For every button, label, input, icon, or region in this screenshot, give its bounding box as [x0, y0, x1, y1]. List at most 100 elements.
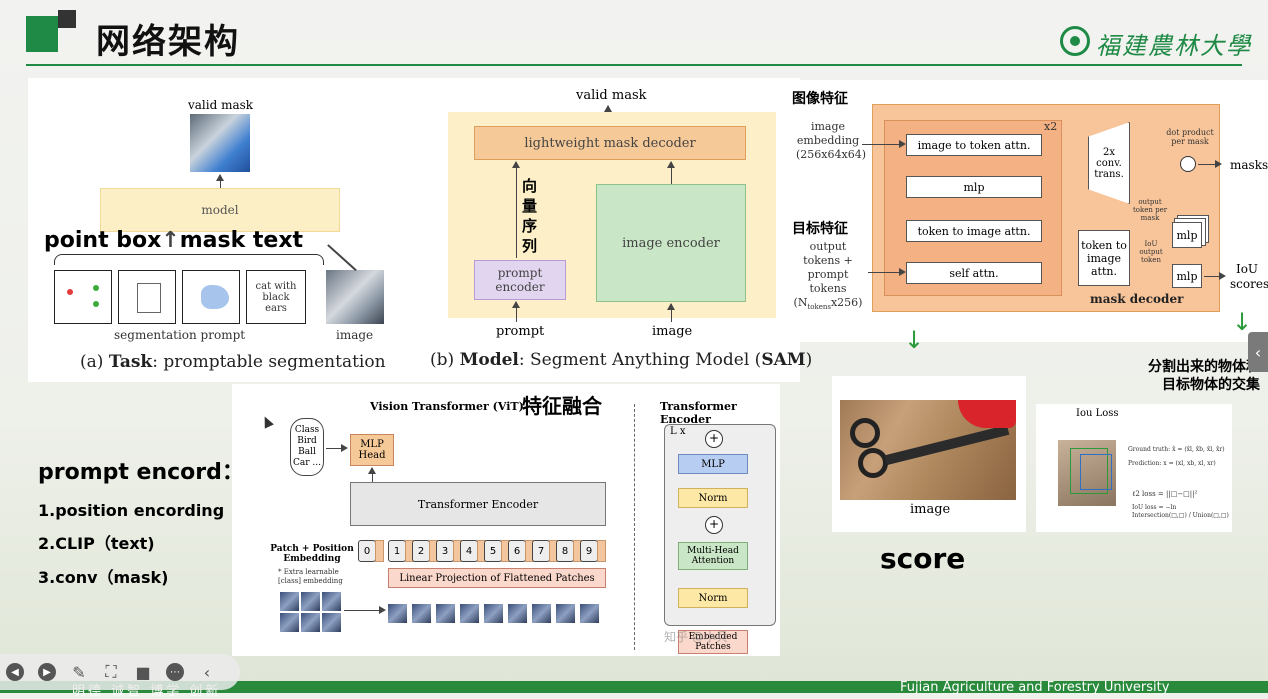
- output-token-per-mask-label: output token per mask: [1132, 198, 1168, 222]
- block-mlp: mlp: [906, 176, 1042, 198]
- bottom-bar: [0, 681, 1268, 693]
- arrow-encoder-to-decoder: [667, 161, 675, 184]
- caption-model: (b) Model: Segment Anything Model (SAM): [430, 350, 813, 370]
- arrow-encoder-to-head: [368, 467, 376, 484]
- arrow-embedding-in: [862, 140, 906, 148]
- arrow-model-to-mask: [216, 174, 224, 199]
- iou-output-token-label: IoU output token: [1139, 240, 1163, 264]
- feature-fusion-label: 特征融合: [522, 394, 602, 418]
- prediction-box: [1080, 454, 1112, 490]
- ground-truth-box: [1070, 448, 1108, 494]
- conv-trans-block: 2x conv. trans.: [1088, 122, 1130, 204]
- token-0: 0: [358, 540, 376, 562]
- multi-head-attention-box: Multi-Head Attention: [678, 542, 748, 570]
- box-prompt-box: [118, 270, 176, 324]
- score-label: score: [880, 542, 966, 575]
- token-to-image-block: token to image attn.: [1078, 230, 1130, 286]
- intersection-note: 分割出来的物体和目标物体的交集: [1148, 359, 1260, 393]
- ground-truth-legend: Ground truth: x̂ = (x̂l, x̂b, x̂l, x̂r): [1128, 446, 1225, 453]
- mask-prompt-box: [182, 270, 240, 324]
- residual-add-mid-icon: +: [705, 516, 723, 534]
- dot-product-label: dot product per mask: [1166, 128, 1214, 146]
- transformer-encoder-block: Transformer Encoder: [350, 482, 606, 526]
- iou-scores-label: IoU scores: [1230, 262, 1268, 291]
- embedded-patches-box: Embedded Patches: [678, 630, 748, 654]
- watermark-text: 知乎 @小兵: [664, 630, 728, 644]
- prompt-encoder-heading: prompt encord：: [38, 460, 244, 485]
- caption-task: (a) Task: promptable segmentation: [80, 352, 386, 372]
- pen-icon[interactable]: ✎: [72, 662, 86, 682]
- target-feature-label: 目标特征: [792, 221, 848, 237]
- camera-icon[interactable]: ■: [135, 662, 151, 682]
- encoder-mlp-box: MLP: [678, 454, 748, 474]
- model-box: model: [100, 188, 340, 232]
- down-arrow-iou-icon: ↓: [1232, 308, 1253, 336]
- token-5: 5: [484, 540, 502, 562]
- arrow-image-input: [667, 303, 675, 322]
- image-feature-label: 图像特征: [792, 91, 848, 107]
- bottom-right-university: Fujian Agriculture and Forestry Universi…: [900, 680, 1170, 695]
- panel-model: valid mask lightweight mask decoder 向量序列…: [428, 78, 812, 382]
- residual-add-top-icon: +: [705, 430, 723, 448]
- mlp-head-box: MLP Head: [350, 434, 394, 466]
- token-9: 9: [580, 540, 598, 562]
- side-collapse-tab[interactable]: ‹: [1248, 332, 1268, 372]
- arrow-head-to-class: [326, 444, 348, 452]
- input-patches-grid: [280, 592, 342, 644]
- l2-loss-formula: ℓ2 loss = ||□−□||²: [1132, 490, 1198, 498]
- iou-face-image: [1058, 440, 1116, 506]
- previous-icon[interactable]: ◀: [6, 663, 24, 681]
- token-sequence: 0 1 2 3 4 5 6 7 8 9: [358, 540, 608, 564]
- arrow-image-to-model: [327, 244, 357, 271]
- note-item-3: 3.conv（mask): [38, 568, 169, 587]
- vit-divider: [634, 404, 635, 650]
- block-self-attn: self attn.: [906, 262, 1042, 284]
- encoder-norm-top: Norm: [678, 488, 748, 508]
- token-6: 6: [508, 540, 526, 562]
- image-input-label: image: [652, 324, 693, 339]
- more-icon[interactable]: ⋯: [166, 663, 184, 681]
- panel-mask-decoder: 图像特征 image embedding (256x64x64) 目标特征 ou…: [790, 80, 1268, 342]
- arrow-to-iou: [1204, 272, 1226, 280]
- screenshot-icon[interactable]: ⛶: [105, 662, 117, 681]
- masks-output-label: masks: [1230, 158, 1268, 172]
- scissors-photo: [840, 400, 1016, 500]
- iou-loss-title: Iou Loss: [1076, 408, 1119, 419]
- block-image-to-token: image to token attn.: [906, 134, 1042, 156]
- block-token-to-image: token to image attn.: [906, 220, 1042, 242]
- valid-mask-label-b: valid mask: [576, 88, 647, 103]
- encoder-norm-bottom: Norm: [678, 588, 748, 608]
- panel-image-example: image: [832, 376, 1026, 532]
- linear-projection-block: Linear Projection of Flattened Patches: [388, 568, 606, 588]
- title-divider: [26, 64, 1242, 66]
- output-tokens-label: output tokens + prompt tokens(Ntokensx25…: [793, 240, 863, 312]
- university-name: 福建農林大學: [1096, 32, 1252, 60]
- collapse-icon[interactable]: ‹: [203, 662, 211, 682]
- arrow-prompt-input: [512, 301, 520, 322]
- token-2: 2: [412, 540, 430, 562]
- token-1: 1: [388, 540, 406, 562]
- lightweight-mask-decoder: lightweight mask decoder: [474, 126, 746, 160]
- valid-mask-label: valid mask: [188, 98, 254, 112]
- next-icon[interactable]: ▶: [38, 663, 56, 681]
- dot-product-node: [1180, 156, 1196, 172]
- token-8: 8: [556, 540, 574, 562]
- mask-mlp-stack: mlp: [1172, 222, 1202, 248]
- token-4: 4: [460, 540, 478, 562]
- input-cat-image: [326, 270, 384, 324]
- patch-position-label: Patch + Position Embedding: [270, 544, 354, 564]
- note-item-2: 2.CLIP（text): [38, 534, 155, 553]
- image-encoder-box: image encoder: [596, 184, 746, 302]
- flattened-patches-row: [388, 604, 608, 626]
- prediction-legend: Prediction: x = (xl, xb, xl, xr): [1128, 460, 1216, 467]
- vit-title: Vision Transformer (ViT): [370, 400, 524, 413]
- down-arrow-image-icon: ↓: [904, 326, 925, 354]
- arrow-patches-to-proj: [344, 606, 386, 614]
- extra-learnable-label: * Extra learnable [class] embedding: [278, 568, 343, 585]
- prompt-encoder-box: prompt encoder: [474, 260, 566, 300]
- text-prompt-box: cat with black ears: [246, 270, 306, 324]
- prompt-types-label: point box↑mask text: [44, 228, 304, 253]
- university-emblem-icon: [1060, 26, 1090, 56]
- panel-vit: Vision Transformer (ViT) 特征融合 Class Bird…: [232, 384, 780, 656]
- title-logo-accent: [58, 10, 76, 28]
